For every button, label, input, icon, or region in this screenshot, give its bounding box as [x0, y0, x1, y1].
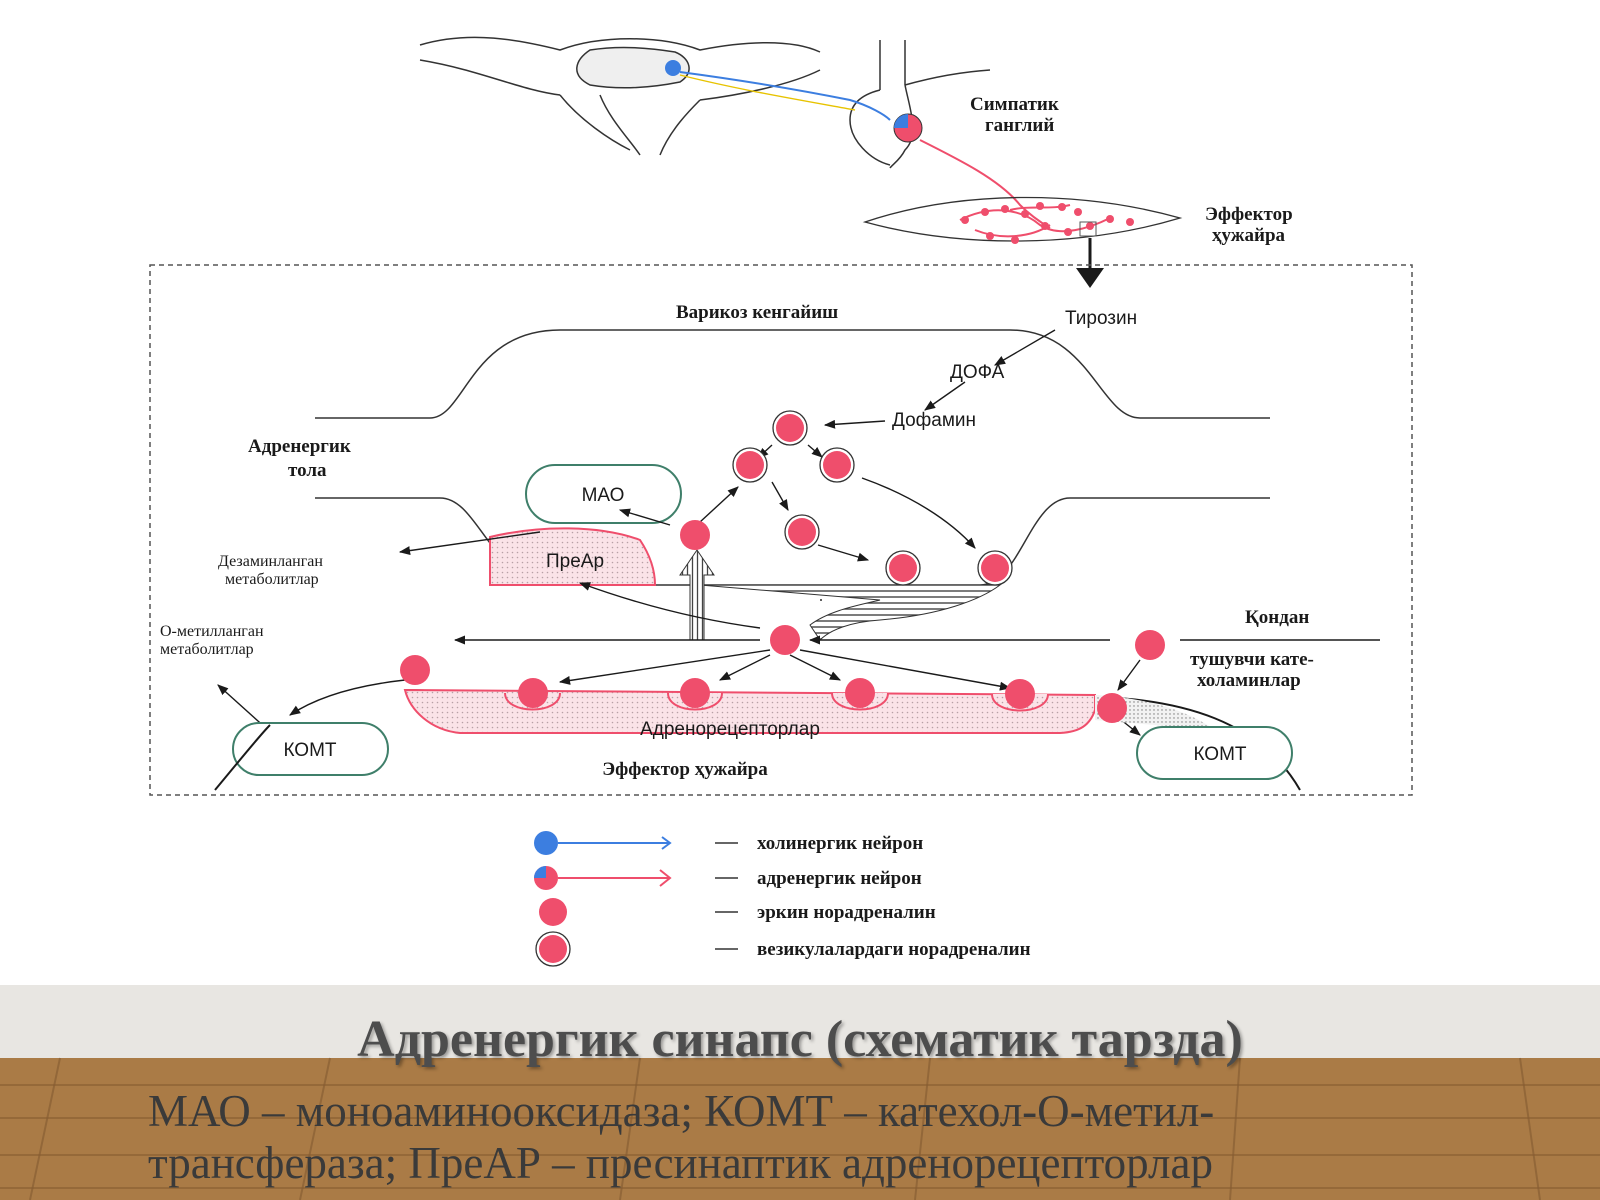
varicose-label: Варикоз кенгайиш	[676, 302, 838, 323]
postganglionic-axon	[919, 139, 1051, 229]
omethylated-label-1: О-метилланган	[160, 623, 264, 640]
varicosity-membrane-top	[315, 329, 1270, 419]
komt-right-label: КОМТ	[1193, 744, 1246, 765]
adrenergic-fiber-label-2: тола	[288, 460, 327, 481]
tyrosine-label: Тирозин	[1065, 308, 1137, 329]
receptor-bound-noradrenaline	[504, 678, 1049, 712]
prear-label: ПреАр	[546, 551, 604, 572]
adrenoreceptors-label: Адренорецепторлар	[640, 719, 820, 740]
caption-line-2: трансфераза; ПреАР – пресинаптик адренор…	[148, 1138, 1213, 1188]
legend: холинергик нейрон адренергик нейрон эрки…	[534, 831, 1031, 967]
reuptake-transporter	[699, 584, 1002, 641]
komt-enzyme-right	[1136, 726, 1293, 780]
synapse-frame	[149, 264, 1413, 796]
effector-top-label-2: ҳужайра	[1212, 225, 1286, 246]
vesicular-noradrenaline-icon	[539, 935, 567, 963]
cholinergic-axon	[679, 71, 891, 121]
receptor-bump	[991, 679, 1049, 712]
zoom-arrow	[1076, 268, 1104, 288]
slide-title: Адренергик синапс (схематик тарзда)	[357, 1011, 1243, 1068]
vesicle-noradrenaline	[784, 514, 820, 550]
effector-cell-label: Эффектор ҳужайра	[602, 759, 768, 780]
legend-item-free-noradrenaline: эркин норадреналин	[539, 898, 936, 926]
mao-enzyme	[525, 464, 682, 524]
receptor-bump	[504, 678, 561, 711]
legend-item-vesicular-noradrenaline: везикулалардаги норадреналин	[535, 931, 1031, 967]
ganglion-label-1: Симпатик	[970, 94, 1059, 115]
adrenoreceptor-layer	[403, 688, 1096, 734]
vesicle-noradrenaline	[732, 447, 768, 483]
preganglionic-fiber	[679, 74, 856, 111]
dopamine-label: Дофамин	[892, 410, 976, 431]
komt-left-label: КОМТ	[283, 740, 336, 761]
receptor-bump	[667, 678, 723, 711]
adrenergic-fiber-label-1: Адренергик	[248, 436, 351, 457]
free-noradrenaline	[400, 655, 430, 685]
release-arrow	[679, 549, 715, 641]
ganglion-label-2: ганглий	[985, 115, 1054, 136]
vesicle-noradrenaline	[885, 550, 921, 586]
legend-label-cholinergic: холинергик нейрон	[757, 833, 923, 854]
wood-floor-background	[0, 985, 1600, 1200]
mao-label: МАО	[582, 485, 625, 506]
deaminated-label-1: Дезаминланган	[218, 553, 323, 570]
omethylated-label-2: метаболитлар	[160, 641, 254, 658]
presynaptic-receptor	[489, 527, 657, 586]
receptor-bump	[831, 678, 889, 711]
free-noradrenaline	[770, 625, 800, 655]
free-noradrenaline-group	[400, 520, 1165, 723]
legend-item-adrenergic: адренергик нейрон	[534, 866, 922, 890]
zoom-box	[1079, 221, 1097, 237]
slide-caption: МАО – моноаминооксидаза; КОМТ – катехол-…	[148, 1085, 1468, 1189]
legend-label-adrenergic: адренергик нейрон	[757, 868, 922, 889]
legend-label-vesicular: везикулалардаги норадреналин	[757, 939, 1031, 960]
legend-item-cholinergic: холинергик нейрон	[534, 831, 923, 855]
legend-label-free: эркин норадреналин	[757, 902, 936, 923]
spinal-cord-sketch	[419, 36, 991, 169]
caption-line-1: МАО – моноаминооксидаза; КОМТ – катехол-…	[148, 1086, 1215, 1136]
cholinergic-neuron-icon	[534, 831, 558, 855]
cholinergic-neuron-body	[665, 60, 681, 76]
effector-cell-outline	[862, 196, 1183, 242]
free-noradrenaline-icon	[539, 898, 567, 926]
vesicle-noradrenaline	[819, 447, 855, 483]
free-noradrenaline	[680, 520, 710, 550]
effector-top-label-1: Эффектор	[1205, 204, 1293, 225]
free-noradrenaline	[1097, 693, 1127, 723]
vesicle-noradrenaline	[977, 550, 1013, 586]
komt-enzyme-left	[232, 722, 389, 776]
from-blood-label-3: холаминлар	[1197, 670, 1301, 691]
deaminated-label-2: метаболитлар	[225, 571, 319, 588]
ganglion-synapse-mark	[894, 114, 908, 128]
dopa-label: ДОФА	[950, 362, 1005, 383]
terminal-varicosities	[961, 202, 1134, 244]
vesicular-noradrenaline-group	[732, 410, 1013, 586]
from-blood-label-1: Қондан	[1245, 607, 1309, 628]
vesicle-noradrenaline	[772, 410, 808, 446]
from-blood-label-2: тушувчи кате-	[1190, 649, 1314, 670]
free-noradrenaline	[1135, 630, 1165, 660]
